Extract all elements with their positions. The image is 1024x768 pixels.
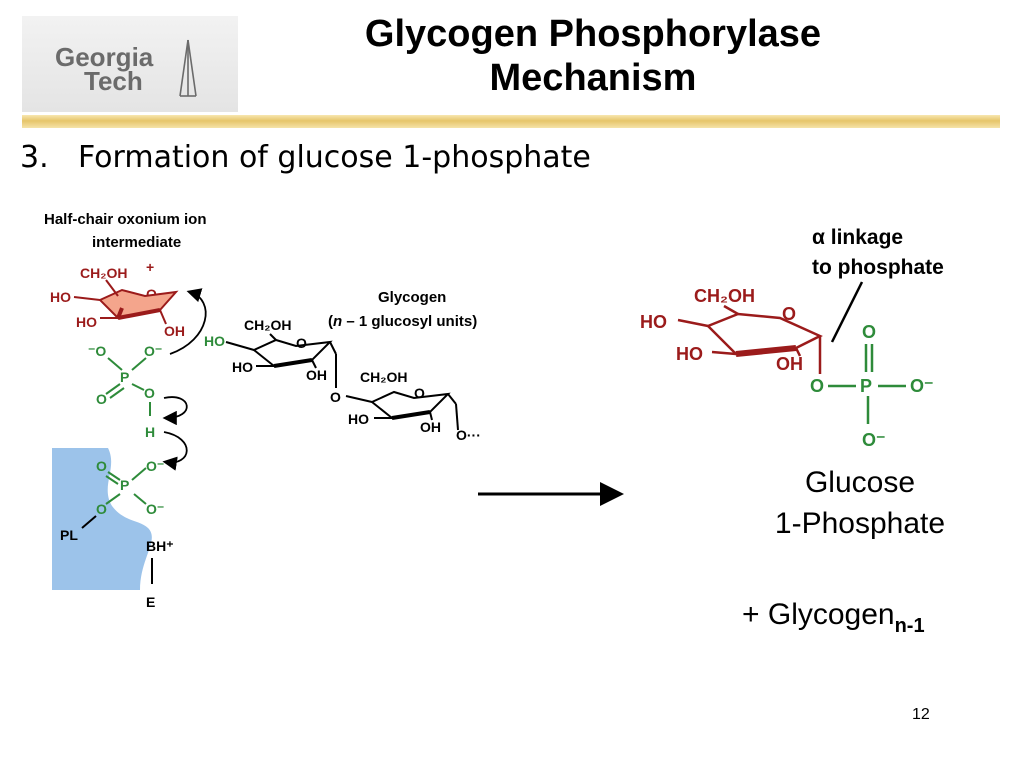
g1p-ho-1: HO	[640, 312, 667, 332]
g1p-phosphate-o-right: O⁻	[910, 376, 934, 396]
intermediate-ch2oh: CH₂OH	[80, 265, 127, 281]
phosphate-bonds	[105, 357, 151, 416]
electron-arrows	[162, 288, 207, 471]
glycogen-units-label: (n – 1 glucosyl units)	[328, 313, 477, 330]
pl-bond	[81, 515, 97, 529]
phosphate-minus-o: ⁻O	[88, 343, 106, 359]
glycogen-label: Glycogen	[378, 289, 446, 306]
glycogen-ch2oh-1: CH₂OH	[244, 317, 291, 333]
pl-phosphate-bonds	[105, 467, 147, 505]
g1p-ch2oh: CH₂OH	[694, 286, 755, 306]
g1p-phosphate-p: P	[860, 376, 872, 396]
title-line-2: Mechanism	[489, 57, 697, 99]
slide-title: Glycogen Phosphorylase Mechanism	[246, 12, 940, 100]
g1p-phosphate-o-top: O	[862, 322, 876, 342]
g1p-ho-2: HO	[676, 344, 703, 364]
pl-phosphate-o-minus-2: O⁻	[146, 501, 164, 517]
logo-tower-icon	[179, 39, 197, 97]
glycogen-ho-2: HO	[348, 411, 369, 427]
glycogen-oh-2: OH	[420, 419, 441, 435]
pl-phosphate-p: P	[120, 477, 129, 493]
glycogen-oh-1: OH	[306, 367, 327, 383]
glycogen-o-link: O	[330, 389, 341, 405]
proton-h: H	[145, 424, 155, 440]
step-heading: 3. Formation of glucose 1-phosphate	[20, 140, 591, 175]
enzyme-pocket	[52, 448, 152, 590]
intermediate-ring-o: O	[146, 286, 157, 302]
intermediate-ho-1: HO	[50, 289, 71, 305]
g1p-ring-o: O	[782, 304, 796, 324]
intermediate-ring	[73, 279, 179, 325]
byproduct-subscript: n-1	[894, 615, 925, 637]
product-label: Glucose 1-Phosphate	[740, 462, 980, 544]
enzyme-e: E	[146, 594, 155, 610]
glycogen-ch2oh-2: CH₂OH	[360, 369, 407, 385]
step-number: 3.	[20, 140, 49, 175]
logo-text-georgia: Georgia	[55, 42, 154, 72]
glycogen-o-chain: O···	[456, 427, 481, 443]
intermediate-oh: OH	[164, 323, 185, 339]
glycogen-ho-link: HO	[204, 333, 225, 349]
linkage-label-line1: α linkage	[812, 226, 903, 249]
pyridoxal-pl: PL	[60, 527, 78, 543]
oxonium-plus-sign: +	[146, 259, 154, 275]
glycogen-ring-2	[345, 390, 459, 431]
page-number: 12	[912, 706, 930, 723]
glycogen-ring-1	[225, 333, 337, 388]
product-line-1: Glucose	[804, 466, 916, 499]
georgia-tech-logo: Georgia Tech	[22, 16, 238, 112]
intermediate-label-line2: intermediate	[92, 234, 181, 251]
intermediate-ho-2: HO	[76, 314, 97, 330]
pl-phosphate-o-bridge: O	[96, 501, 107, 517]
pl-phosphate-o-double: O	[96, 458, 107, 474]
byproduct-label: + Glycogenn-1	[742, 598, 925, 638]
phosphate-o-bridge: O	[144, 385, 155, 401]
title-line-1: Glycogen Phosphorylase	[364, 13, 822, 55]
glycogen-ho-1: HO	[232, 359, 253, 375]
g1p-phosphate-o-bridge: O	[810, 376, 824, 396]
phosphate-p: P	[120, 369, 129, 385]
title-divider	[22, 115, 1000, 128]
g1p-phosphate-o-bottom: O⁻	[862, 430, 886, 450]
logo-text-tech: Tech	[84, 66, 143, 96]
glycogen-ring-o-2: O	[414, 385, 425, 401]
g1p-ring	[677, 304, 823, 374]
g1p-phosphate-bonds	[828, 344, 906, 424]
intermediate-label-line1: Half-chair oxonium ion	[44, 211, 207, 228]
base-bh: BH⁺	[146, 538, 174, 554]
pl-phosphate-o-minus-1: O⁻	[146, 458, 164, 474]
step-text: Formation of glucose 1-phosphate	[78, 140, 591, 175]
byproduct-text: + Glycogen	[742, 598, 895, 631]
glycogen-ring-o-1: O	[296, 335, 307, 351]
phosphate-o-double: O	[96, 391, 107, 407]
g1p-oh: OH	[776, 354, 803, 374]
product-line-2: 1-Phosphate	[774, 507, 946, 540]
linkage-label-line2: to phosphate	[812, 256, 944, 279]
phosphate-o-minus: O⁻	[144, 343, 162, 359]
linkage-pointer	[830, 281, 864, 343]
